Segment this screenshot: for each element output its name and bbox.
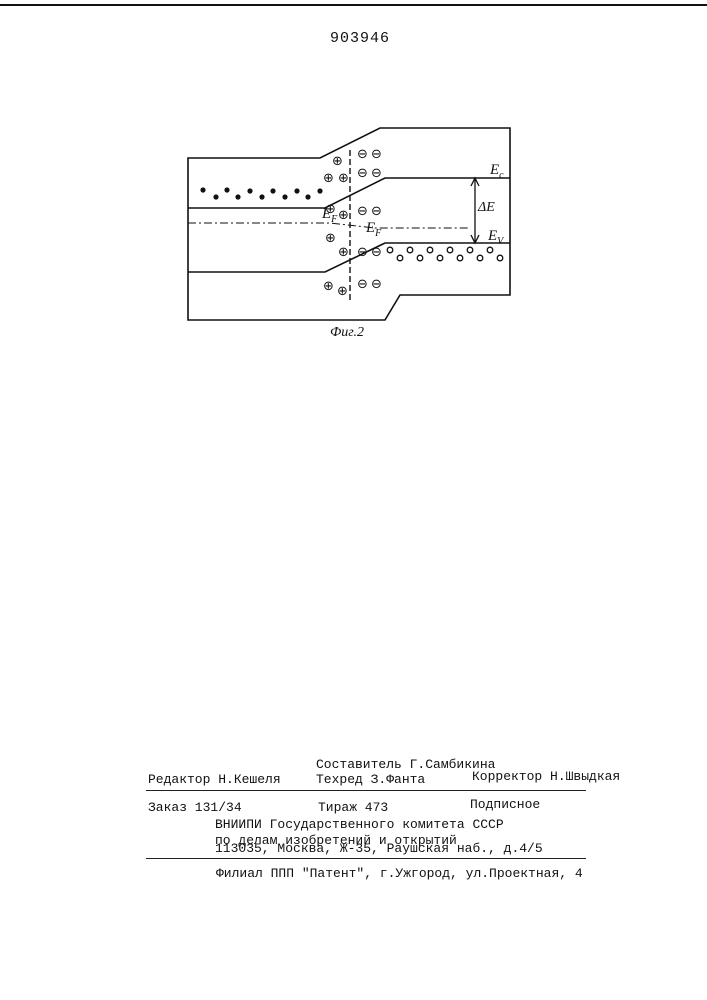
label-ef-right: EF <box>366 220 381 239</box>
subscription: Подписное <box>470 797 540 812</box>
label-delta-e: ΔE <box>478 200 495 216</box>
editor: Редактор Н.Кешеля <box>148 772 281 787</box>
svg-text:⊖: ⊖ <box>371 204 382 219</box>
rule-1 <box>146 790 586 791</box>
svg-text:⊕: ⊕ <box>338 245 349 260</box>
order: Заказ 131/34 <box>148 800 242 815</box>
org-line-1: ВНИИПИ Государственного комитета СССР <box>215 817 504 832</box>
svg-text:⊕: ⊕ <box>325 231 336 246</box>
patent-number: 903946 <box>330 30 390 47</box>
svg-text:⊖: ⊖ <box>371 245 382 260</box>
svg-text:⊕: ⊕ <box>332 154 343 169</box>
label-ev: EV <box>488 228 503 247</box>
svg-text:⊕: ⊕ <box>323 171 334 186</box>
top-rule <box>0 4 707 6</box>
compiler: Составитель Г.Самбикина <box>316 757 495 772</box>
svg-text:⊖: ⊖ <box>371 166 382 181</box>
svg-text:⊖: ⊖ <box>357 277 368 292</box>
svg-text:⊕: ⊕ <box>338 208 349 223</box>
label-ef-left: EF <box>322 206 337 225</box>
figure-caption: Фиг.2 <box>330 325 364 341</box>
label-ec: Ec <box>490 162 504 181</box>
circulation: Тираж 473 <box>318 800 388 815</box>
band-diagram: ⊕ ⊕⊕ ⊕⊕ ⊕⊕ ⊕⊕ ⊖⊖ ⊖⊖ ⊖⊖ ⊖⊖ ⊖⊖ <box>180 115 530 330</box>
svg-text:⊖: ⊖ <box>357 147 368 162</box>
svg-text:⊕: ⊕ <box>337 284 348 299</box>
branch: Филиал ППП "Патент", г.Ужгород, ул.Проек… <box>216 866 583 881</box>
svg-text:⊕: ⊕ <box>323 279 334 294</box>
svg-text:⊖: ⊖ <box>357 245 368 260</box>
svg-text:⊖: ⊖ <box>357 204 368 219</box>
techred: Техред З.Фанта <box>316 772 425 787</box>
svg-text:⊖: ⊖ <box>371 277 382 292</box>
svg-text:⊖: ⊖ <box>357 166 368 181</box>
corrector: Корректор Н.Швыдкая <box>472 769 620 784</box>
address: 113035, Москва, Ж-35, Раушская наб., д.4… <box>215 841 543 856</box>
svg-text:⊖: ⊖ <box>371 147 382 162</box>
rule-2 <box>146 858 586 859</box>
svg-text:⊕: ⊕ <box>338 171 349 186</box>
